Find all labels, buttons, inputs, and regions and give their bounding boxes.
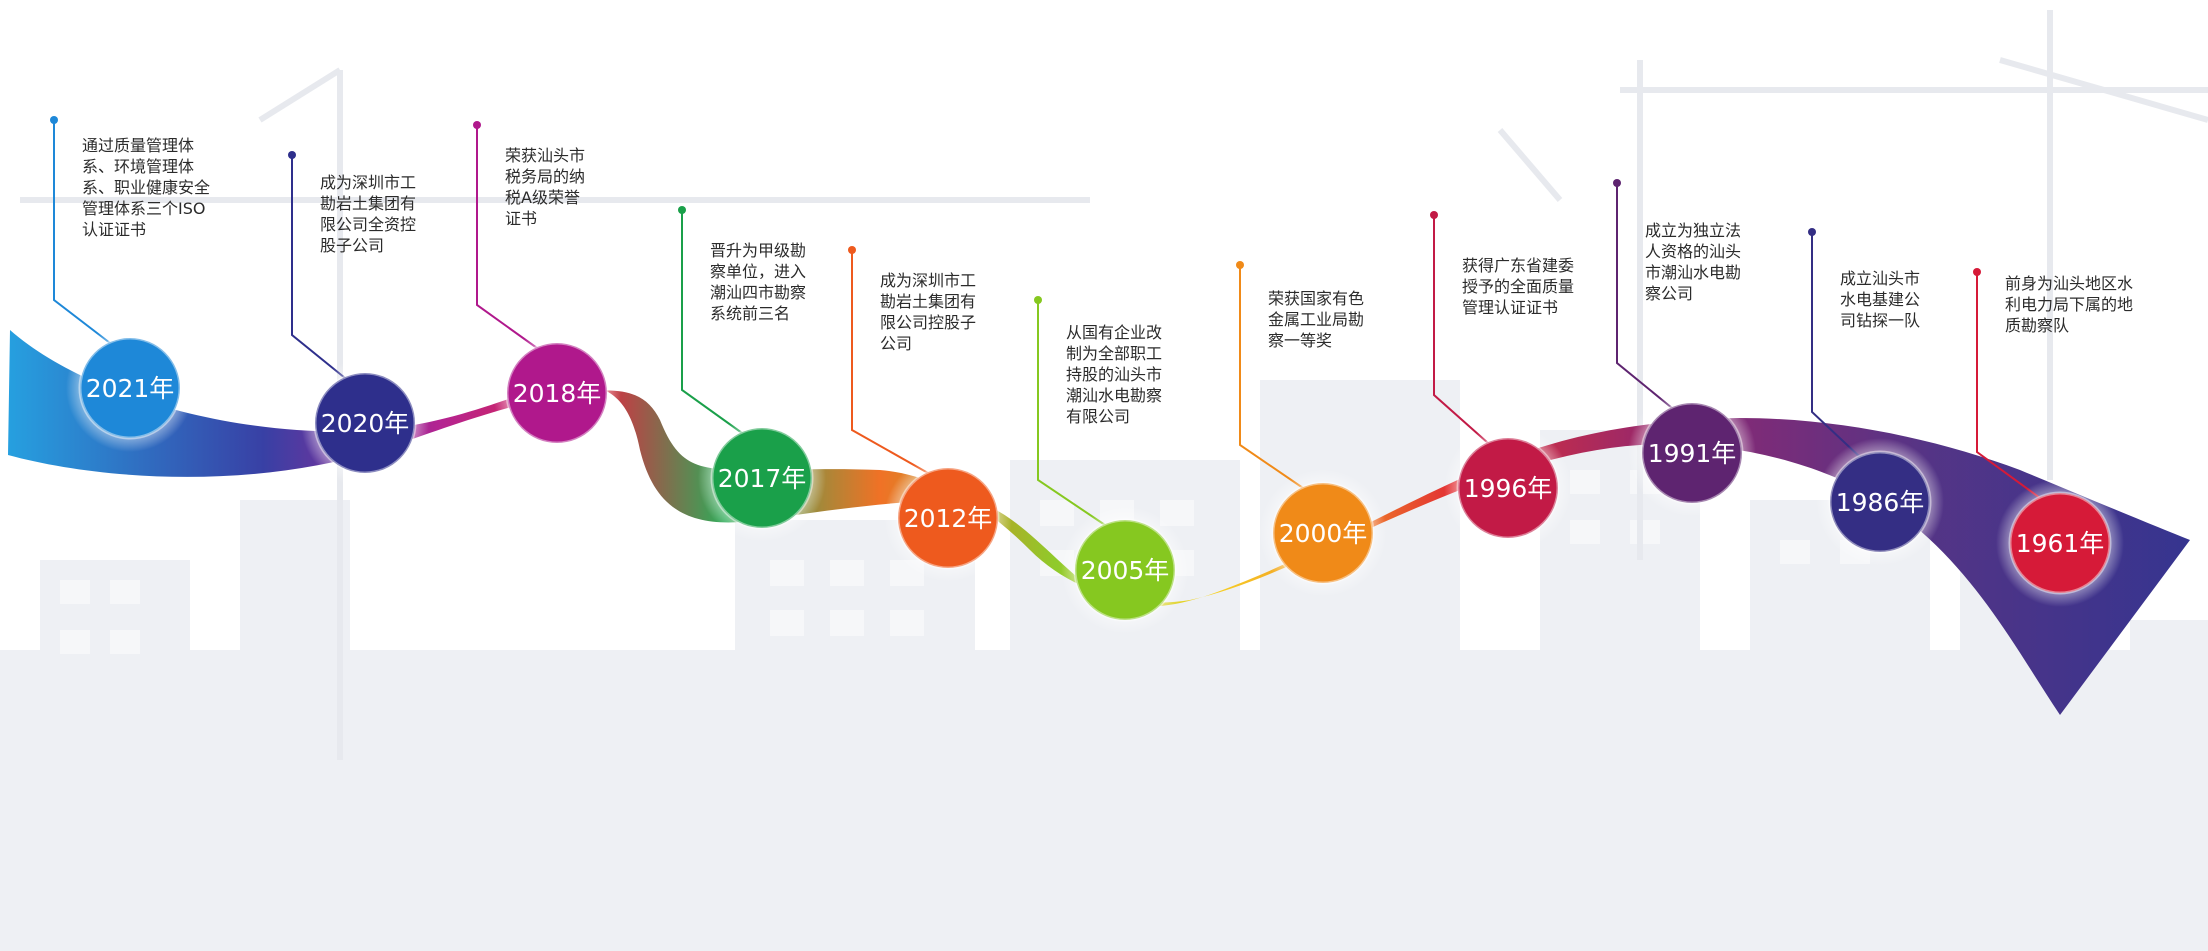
milestone-description: 晋升为甲级勘 察单位，进入 潮汕四市勘察 系统前三名 — [710, 241, 807, 323]
year-node — [896, 466, 1000, 570]
milestone-2021: 2021年 — [50, 116, 194, 452]
milestone-1991: 1991年 — [1613, 179, 1756, 517]
year-node — [78, 336, 182, 440]
leader-dot — [678, 206, 686, 214]
year-node — [1640, 401, 1744, 505]
leader-dot — [1430, 211, 1438, 219]
year-label: 1961年 — [2016, 529, 2105, 558]
leader-dot — [848, 246, 856, 254]
leader-dot — [1808, 228, 1816, 236]
milestone-2018: 2018年 — [473, 121, 621, 457]
leader-line — [1239, 265, 1304, 489]
leader-dot — [1034, 296, 1042, 304]
leader-line — [53, 120, 111, 344]
year-label: 2017年 — [718, 464, 807, 493]
year-label: 2000年 — [1279, 519, 1368, 548]
milestone-description: 荣获汕头市 税务局的纳 税A级荣誉 证书 — [505, 146, 586, 228]
leader-line — [476, 125, 538, 349]
year-label: 1991年 — [1648, 439, 1737, 468]
year-node — [710, 426, 814, 530]
milestone-description: 成立为独立法 人资格的汕头 市潮汕水电勘 察公司 — [1645, 221, 1742, 303]
milestone-description: 成为深圳市工 勘岩土集团有 限公司全资控 股子公司 — [320, 173, 417, 255]
leader-line — [1433, 215, 1489, 444]
milestone-1996: 1996年 — [1430, 211, 1572, 552]
leader-line — [1037, 300, 1106, 526]
leader-dot — [288, 151, 296, 159]
year-node — [313, 371, 417, 475]
year-label: 2018年 — [513, 379, 602, 408]
year-label: 1996年 — [1464, 474, 1553, 503]
year-node — [1073, 518, 1177, 622]
leader-line — [1811, 232, 1861, 458]
milestone-description: 成立汕头市 水电基建公 司钻探一队 — [1840, 269, 1921, 330]
milestone-description: 荣获国家有色 金属工业局勘 察一等奖 — [1268, 289, 1365, 350]
leader-dot — [1613, 179, 1621, 187]
milestone-description: 成为深圳市工 勘岩土集团有 限公司控股子 公司 — [880, 271, 977, 353]
year-node — [2008, 491, 2112, 595]
year-node — [1271, 481, 1375, 585]
milestone-2000: 2000年 — [1236, 261, 1387, 597]
milestone-1961: 1961年 — [1973, 268, 2124, 607]
milestone-description: 从国有企业改 制为全部职工 持股的汕头市 潮汕水电勘察 有限公司 — [1066, 323, 1163, 426]
year-node — [1456, 436, 1560, 540]
year-label: 2021年 — [86, 374, 175, 403]
leader-line — [1976, 272, 2041, 499]
leader-dot — [1973, 268, 1981, 276]
leader-line — [851, 250, 929, 474]
year-node — [505, 341, 609, 445]
year-label: 2012年 — [904, 504, 993, 533]
milestone-2017: 2017年 — [678, 206, 826, 542]
leader-line — [291, 155, 346, 379]
milestone-2005: 2005年 — [1034, 296, 1189, 634]
year-node — [1828, 450, 1932, 554]
milestone-description: 获得广东省建委 授予的全面质量 管理认证证书 — [1462, 256, 1575, 317]
year-label: 2020年 — [321, 409, 410, 438]
leader-dot — [50, 116, 58, 124]
milestone-2012: 2012年 — [848, 246, 1012, 582]
milestone-2020: 2020年 — [288, 151, 429, 487]
year-label: 1986年 — [1836, 488, 1925, 517]
milestone-description: 前身为汕头地区水 利电力局下属的地 质勘察队 — [2005, 274, 2134, 335]
milestone-1986: 1986年 — [1808, 228, 1944, 566]
leader-dot — [1236, 261, 1244, 269]
leader-dot — [473, 121, 481, 129]
year-label: 2005年 — [1081, 556, 1170, 585]
leader-line — [681, 210, 743, 434]
milestone-description: 通过质量管理体 系、环境管理体 系、职业健康安全 管理体系三个ISO 认证证书 — [82, 136, 211, 239]
leader-line — [1616, 183, 1673, 409]
